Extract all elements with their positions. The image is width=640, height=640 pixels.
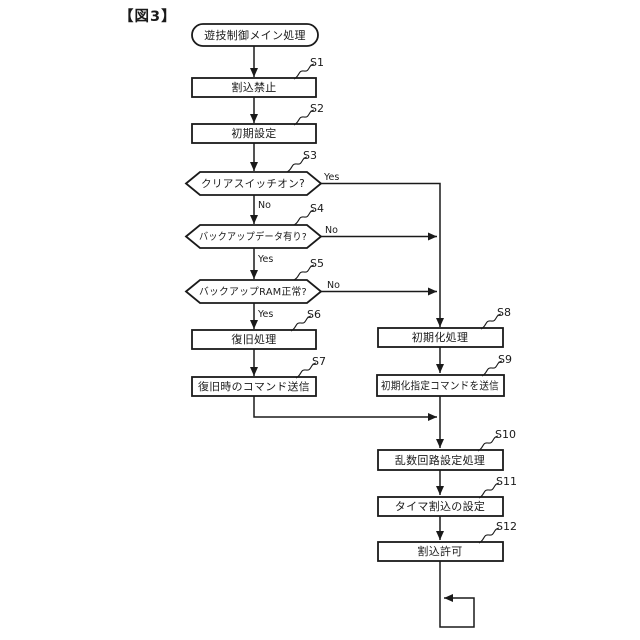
step-tag-s5: S5 [310,257,324,270]
decision-hexagon-s3 [184,171,323,196]
start-terminal [191,23,319,47]
process-box-s12 [377,541,504,562]
step-tag-s10: S10 [495,428,516,441]
process-box-s8 [377,327,504,348]
step-tag-s12: S12 [496,520,517,533]
decision-hexagon-s4 [184,224,323,249]
branch-label-s3-no: No [258,200,271,211]
process-label-s2: 初期設定 [231,126,276,140]
step-tag-s6: S6 [307,308,321,321]
process-box-s11 [377,496,504,517]
step-tag-s4: S4 [310,202,324,215]
decision-label-s3: クリアスイッチオン? [201,178,305,190]
process-label-s7: 復旧時のコマンド送信 [198,380,310,393]
branch-label-s4-yes: Yes [257,254,273,265]
edge-s7-merge [253,396,437,421]
step-tag-s2: S2 [310,102,324,115]
branch-label-s4-no: No [325,225,338,236]
step-tag-s8: S8 [497,306,511,319]
decision-label-s4: バックアップデータ有り? [199,230,307,243]
process-box-s6 [191,329,317,350]
step-tag-s11: S11 [496,475,517,488]
step-tag-s1: S1 [310,56,324,69]
process-label-s9: 初期化指定コマンドを送信 [381,379,499,392]
step-tag-s9: S9 [498,353,512,366]
step-tag-s3: S3 [303,149,317,162]
process-label-s11: タイマ割込の設定 [395,499,485,513]
process-label-s8: 初期化処理 [412,330,469,344]
process-box-s1 [191,77,317,98]
branch-label-s3-yes: Yes [323,172,339,183]
process-box-s2 [191,123,317,144]
branch-label-s5-yes: Yes [257,309,273,320]
decision-hexagon-s5 [184,279,323,304]
process-label-s6: 復旧処理 [231,333,276,346]
process-box-s10 [377,449,504,471]
branch-label-s5-no: No [327,280,340,291]
process-box-s9 [376,374,505,397]
start-terminal-label: 遊技制御メイン処理 [204,28,306,42]
process-box-s7 [191,376,317,397]
process-label-s1: 割込禁止 [231,80,276,94]
process-label-s12: 割込許可 [417,544,462,558]
edge-s3-s8-yes [321,182,444,327]
step-tag-s7: S7 [312,355,326,368]
process-label-s10: 乱数回路設定処理 [395,453,485,467]
decision-label-s5: バックアップRAM正常? [199,285,307,298]
main-loop-path [439,561,475,628]
figure-title: 【図3】 [119,8,177,25]
